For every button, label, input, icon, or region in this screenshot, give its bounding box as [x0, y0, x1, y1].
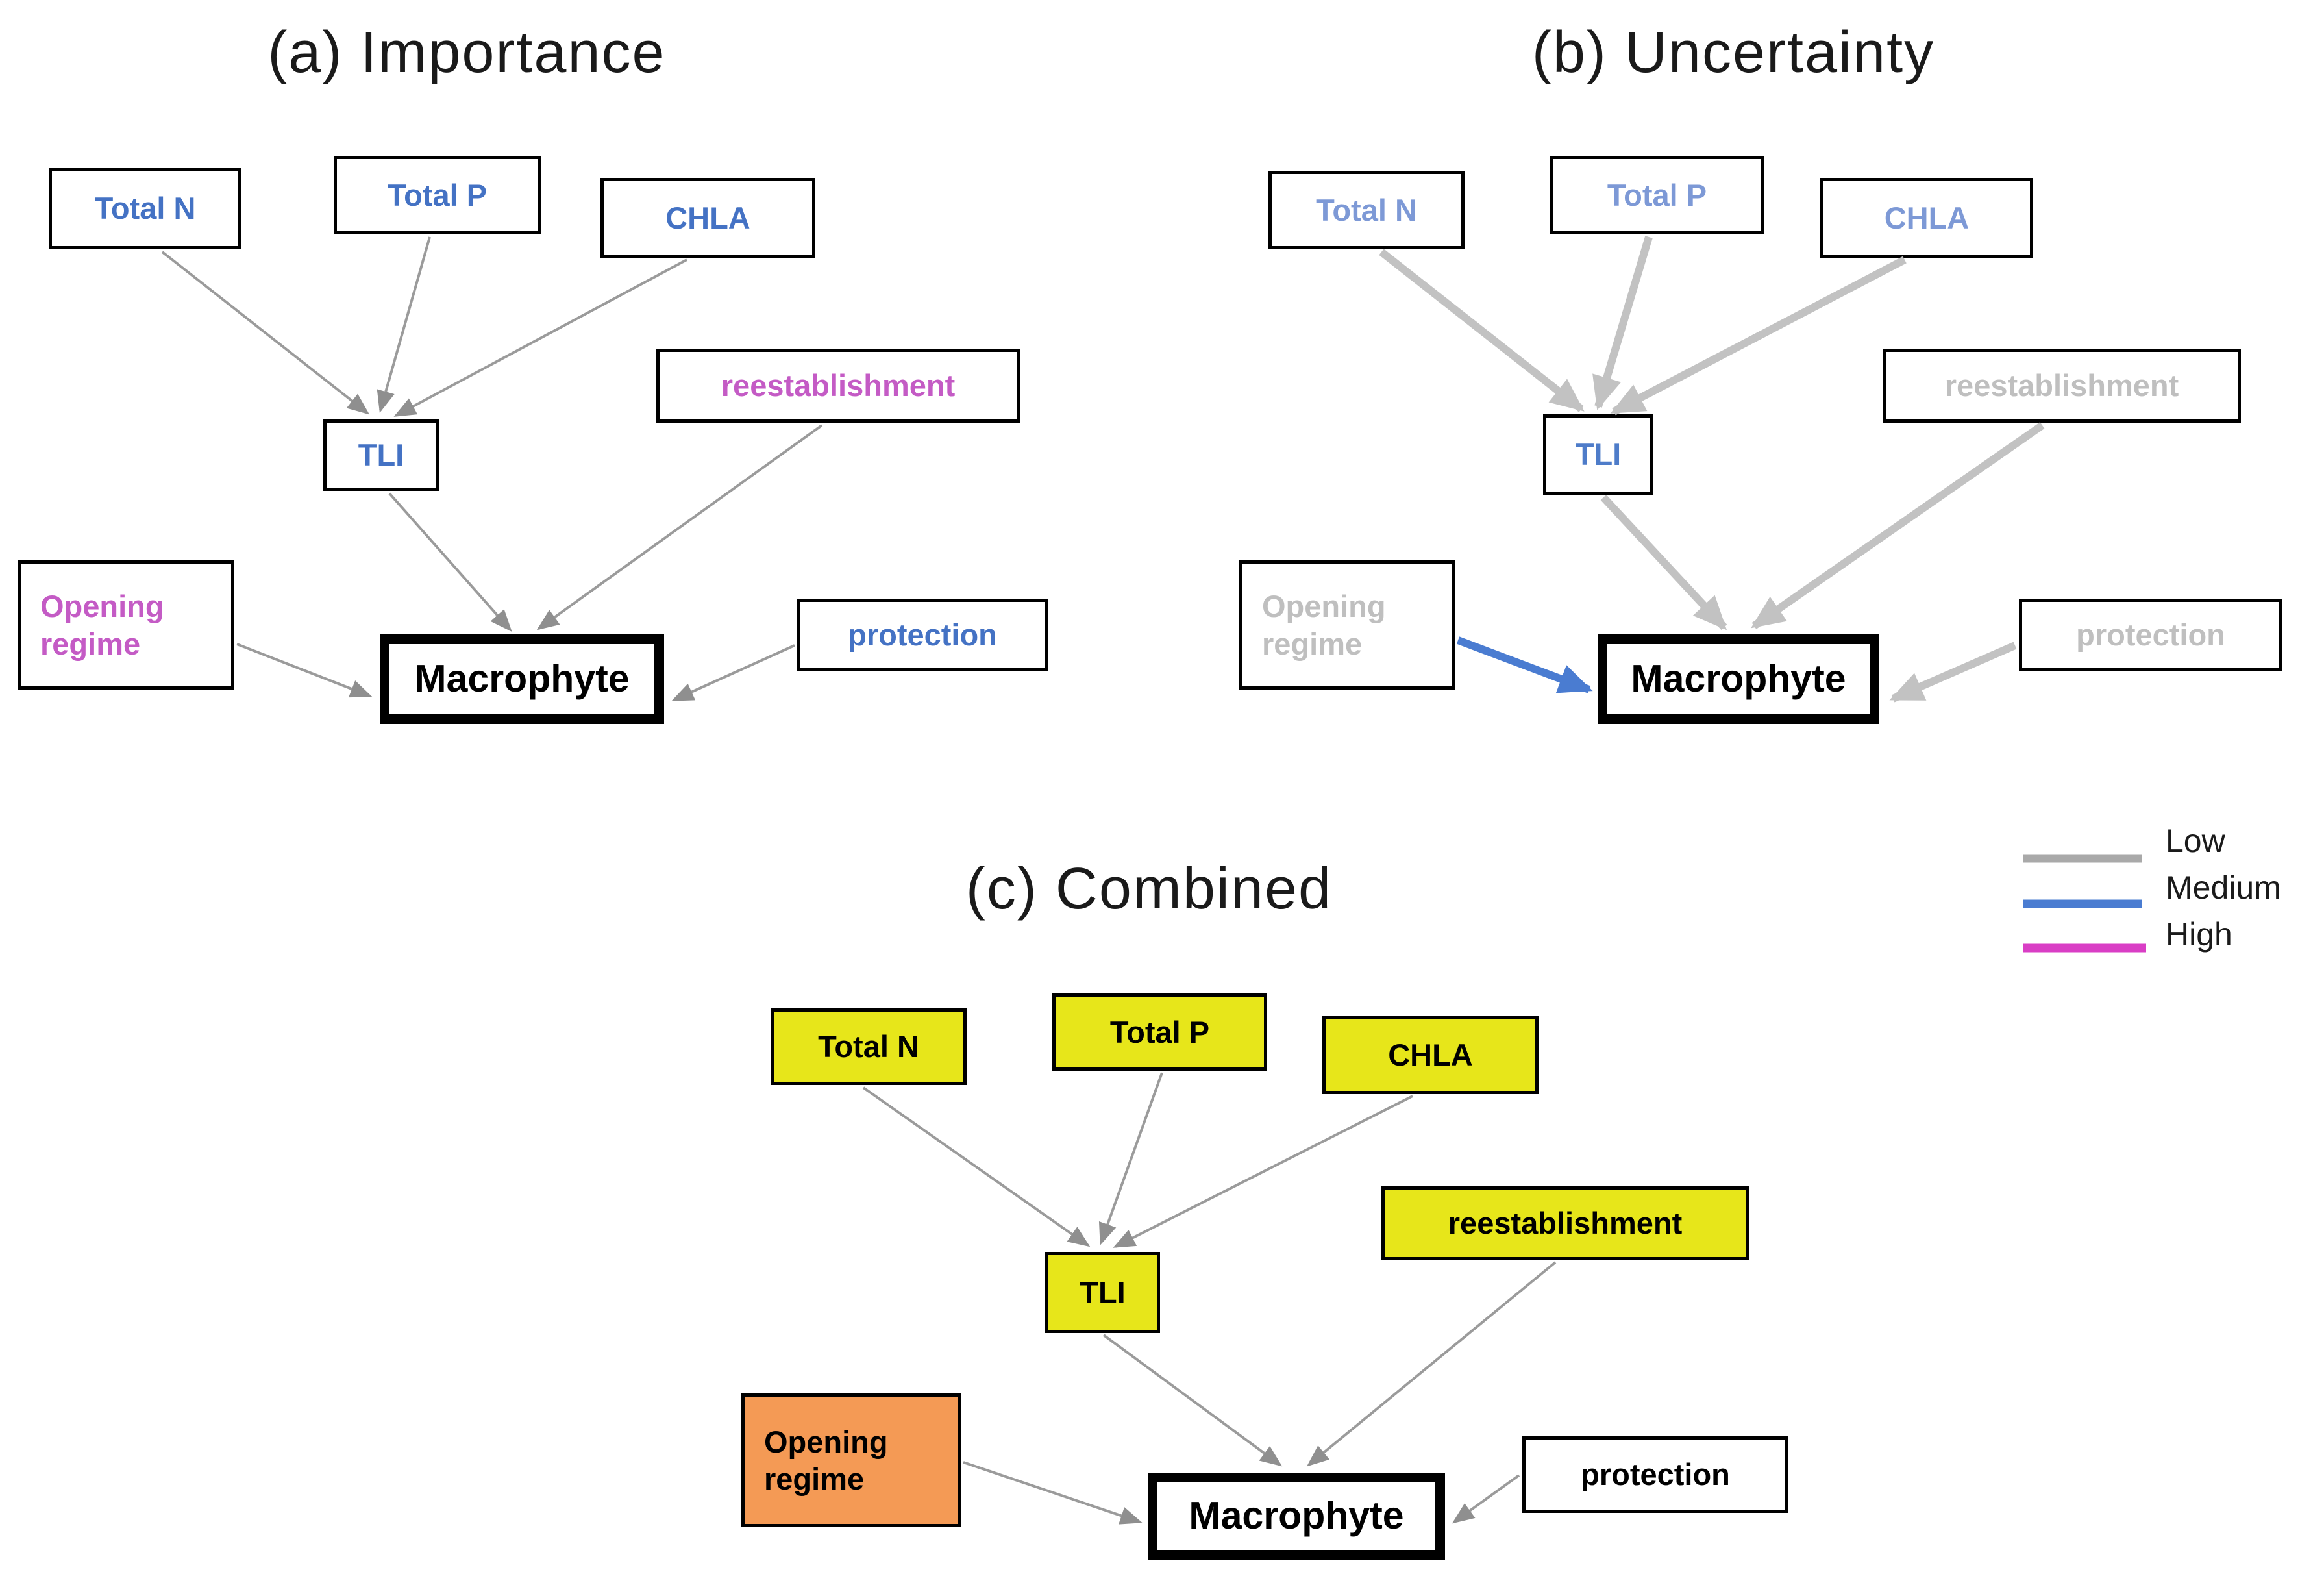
node-b-opening-regime: Opening regime: [1239, 560, 1455, 690]
node-a-opening-regime: Opening regime: [18, 560, 234, 690]
edge-b-totaln-tli: [1379, 249, 1585, 412]
node-a-total-p: Total P: [334, 156, 541, 234]
node-a-total-n: Total N: [49, 168, 241, 249]
node-c-reestablishment: reestablishment: [1381, 1186, 1749, 1260]
panel-c-title: (c) Combined: [965, 856, 1333, 921]
edge-c-totalp-tli: [1098, 1072, 1163, 1245]
edge-a-openingregime-macrophyte: [236, 643, 373, 698]
edge-b-openingregime-macrophyte-medium: [1456, 636, 1593, 693]
legend-label-high: High: [2166, 916, 2232, 953]
edge-a-protection-macrophyte: [671, 644, 795, 701]
edge-b-reestablishment-macrophyte: [1751, 422, 2045, 629]
edge-b-chla-tli: [1610, 256, 1907, 416]
edge-b-tli-macrophyte: [1600, 494, 1727, 630]
edge-c-openingregime-macrophyte: [963, 1461, 1143, 1525]
node-b-tli: TLI: [1543, 414, 1653, 495]
edge-c-protection-macrophyte: [1452, 1474, 1520, 1524]
node-b-reestablishment: reestablishment: [1883, 349, 2241, 423]
edge-a-totalp-tli: [377, 236, 431, 413]
panel-b-title: (b) Uncertainty: [1531, 20, 1935, 85]
edge-a-totaln-tli: [161, 251, 370, 415]
node-b-total-n: Total N: [1268, 171, 1465, 249]
edge-a-reestablishment-macrophyte: [536, 424, 823, 630]
node-c-opening-regime: Opening regime: [741, 1393, 961, 1527]
node-a-reestablishment: reestablishment: [656, 349, 1020, 423]
panel-a-title: (a) Importance: [267, 20, 666, 85]
node-c-total-p: Total P: [1052, 993, 1267, 1071]
node-c-chla: CHLA: [1322, 1016, 1539, 1094]
edge-c-tli-macrophyte: [1102, 1334, 1283, 1467]
node-c-tli: TLI: [1045, 1252, 1160, 1333]
edge-b-totalp-tli: [1592, 236, 1653, 410]
edge-c-reestablishment-macrophyte: [1306, 1261, 1557, 1467]
edge-b-protection-macrophyte: [1889, 642, 2017, 703]
legend-label-medium: Medium: [2166, 869, 2281, 906]
edge-a-chla-tli: [393, 258, 687, 417]
node-b-macrophyte: Macrophyte: [1598, 634, 1879, 724]
node-a-protection: protection: [797, 599, 1048, 671]
node-b-total-p: Total P: [1550, 156, 1764, 234]
edge-c-totaln-tli: [862, 1086, 1091, 1247]
edge-c-chla-tli: [1113, 1095, 1413, 1248]
node-c-total-n: Total N: [771, 1008, 967, 1085]
node-c-macrophyte: Macrophyte: [1148, 1473, 1445, 1560]
node-a-tli: TLI: [323, 419, 439, 491]
node-b-protection: protection: [2019, 599, 2282, 671]
edge-a-tli-macrophyte: [388, 492, 512, 632]
node-a-chla: CHLA: [600, 178, 815, 258]
node-a-macrophyte: Macrophyte: [380, 634, 664, 724]
node-c-protection: protection: [1522, 1436, 1788, 1513]
node-b-chla: CHLA: [1820, 178, 2033, 258]
legend-label-low: Low: [2166, 823, 2225, 859]
